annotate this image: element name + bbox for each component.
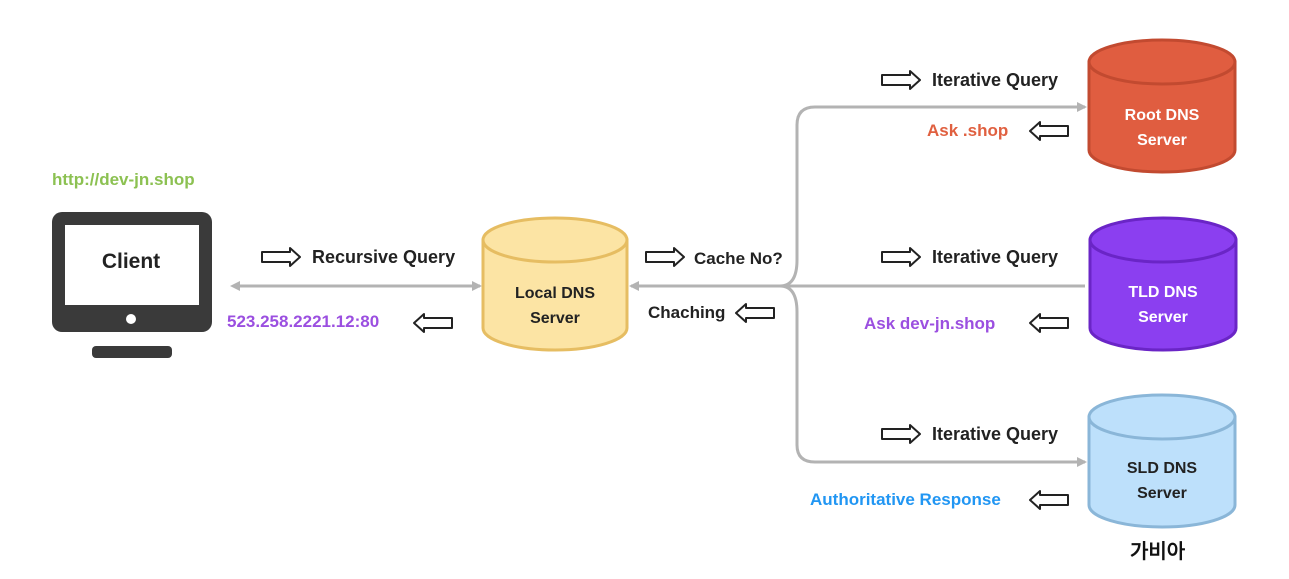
local-dns-cylinder (481, 216, 629, 352)
sld-dns-line2: Server (1137, 485, 1187, 502)
root-response-label: Ask .shop (927, 121, 1009, 140)
tld-dns-cylinder (1088, 216, 1238, 352)
ip-response-arrow-icon (413, 313, 453, 333)
root-dns-label: Root DNS Server (1089, 103, 1235, 153)
sld-response-arrow-icon (1029, 490, 1069, 510)
sld-dns-cylinder (1087, 393, 1237, 529)
root-query-label: Iterative Query (932, 70, 1059, 90)
local-dns-line1: Local DNS (514, 285, 595, 302)
sld-query-label: Iterative Query (932, 424, 1059, 444)
brand-label: 가비아 (1130, 539, 1186, 563)
client-monitor-icon (52, 212, 212, 358)
recursive-query-arrow-icon (261, 247, 301, 267)
sld-query-arrow-icon (881, 424, 921, 444)
client-url: http://dev-jn.shop (52, 170, 195, 189)
root-dns-cylinder (1087, 38, 1237, 174)
root-response-arrow-icon (1029, 121, 1069, 141)
tld-response-label: Ask dev-jn.shop (864, 314, 996, 333)
tld-query-arrow-icon (881, 247, 921, 267)
tld-dns-line1: TLD DNS (1128, 284, 1198, 301)
sld-dns-label: SLD DNS Server (1089, 456, 1235, 506)
sld-dns-line1: SLD DNS (1126, 460, 1198, 477)
local-dns-label: Local DNS Server (483, 281, 627, 331)
ip-response-label: 523.258.2221.12:80 (227, 312, 380, 331)
connector-lines (230, 102, 1087, 467)
branch-to-root-arrow (779, 102, 1087, 288)
root-dns-line1: Root DNS (1124, 107, 1200, 124)
local-dns-line2: Server (530, 310, 580, 327)
tld-response-arrow-icon (1029, 313, 1069, 333)
tld-dns-line2: Server (1138, 309, 1188, 326)
tld-dns-label: TLD DNS Server (1090, 280, 1236, 330)
tld-query-label: Iterative Query (932, 247, 1059, 267)
sld-response-label: Authoritative Response (810, 490, 1001, 509)
branch-to-sld-arrow (779, 284, 1087, 467)
client-label: Client (101, 250, 161, 273)
root-dns-line2: Server (1137, 132, 1187, 149)
cache-label: Cache No? (694, 249, 783, 268)
caching-label: Chaching (648, 303, 726, 322)
recursive-query-label: Recursive Query (312, 247, 456, 267)
caching-arrow-icon (735, 303, 775, 323)
root-query-arrow-icon (881, 70, 921, 90)
cache-arrow-icon (645, 247, 685, 267)
